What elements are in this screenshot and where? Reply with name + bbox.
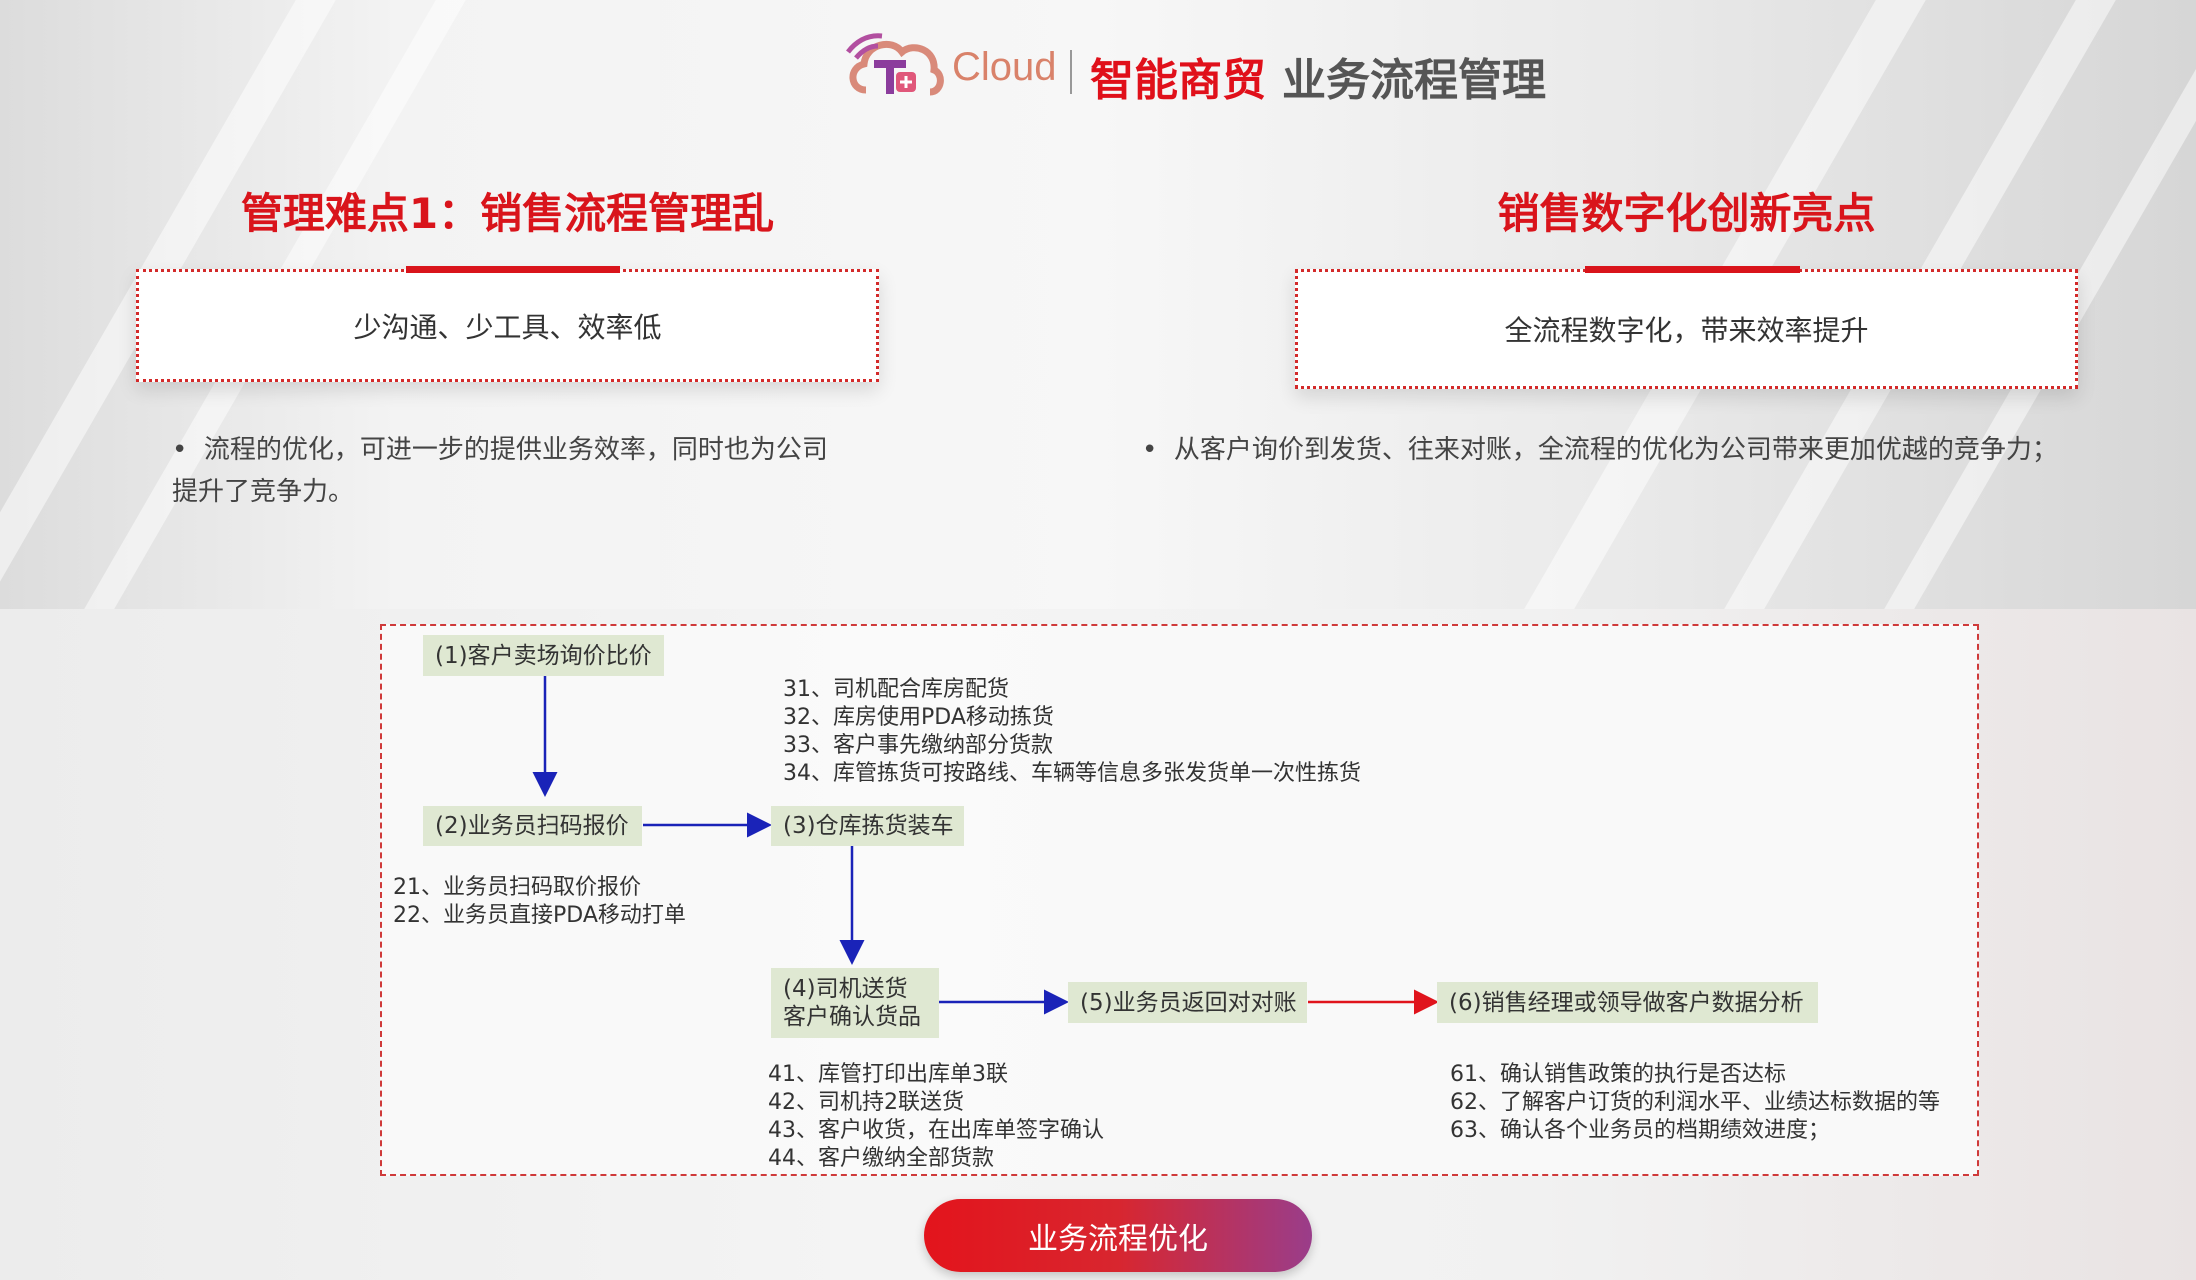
button-label: 业务流程优化 xyxy=(1028,1221,1208,1257)
diagram-arrows xyxy=(532,676,1439,1015)
note-item: 21、业务员扫码取价报价 xyxy=(393,875,641,900)
left-summary-box: 少沟通、少工具、效率低 xyxy=(136,269,879,382)
node-3-label: (3)仓库拣货装车 xyxy=(783,813,954,839)
node-1: (1)客户卖场询价比价 xyxy=(423,635,664,676)
right-summary-box: 全流程数字化，带来效率提升 xyxy=(1295,269,2078,389)
left-heading: 管理难点1：销售流程管理乱 xyxy=(240,189,775,238)
header-divider xyxy=(1070,50,1072,94)
note-item: 43、客户收货，在出库单签字确认 xyxy=(768,1118,1104,1143)
process-optimization-button[interactable]: 业务流程优化 xyxy=(924,1199,1312,1272)
left-bullet-text: 流程的优化，可进一步的提供业务效率，同时也为公司提升了竞争力。 xyxy=(172,435,828,507)
note-item: 32、库房使用PDA移动拣货 xyxy=(783,705,1054,730)
left-summary-text: 少沟通、少工具、效率低 xyxy=(353,310,662,344)
node-1-label: (1)客户卖场询价比价 xyxy=(435,642,652,669)
right-bullet: • 从客户询价到发货、往来对账，全流程的优化为公司带来更加优越的竞争力； xyxy=(1142,429,2102,471)
notes-step-4: 41、库管打印出库单3联 42、司机持2联送货 43、客户收货，在出库单签字确认… xyxy=(768,1061,1104,1173)
note-item: 22、业务员直接PDA移动打单 xyxy=(393,903,686,928)
node-6: (6)销售经理或领导做客户数据分析 xyxy=(1437,982,1818,1023)
node-4-label-2: 客户确认货品 xyxy=(783,1004,921,1030)
bullet-dot: • xyxy=(1142,435,1174,465)
note-item: 61、确认销售政策的执行是否达标 xyxy=(1450,1062,1786,1087)
node-5: (5)业务员返回对对账 xyxy=(1068,982,1307,1023)
note-item: 62、了解客户订货的利润水平、业绩达标数据的等 xyxy=(1450,1090,1940,1115)
bullet-dot: • xyxy=(172,435,204,465)
right-bullet-text: 从客户询价到发货、往来对账，全流程的优化为公司带来更加优越的竞争力； xyxy=(1173,435,2058,465)
note-item: 33、客户事先缴纳部分货款 xyxy=(783,733,1053,758)
note-item: 63、确认各个业务员的档期绩效进度； xyxy=(1450,1118,1830,1143)
notes-step-2: 21、业务员扫码取价报价 22、业务员直接PDA移动打单 xyxy=(393,874,686,930)
right-summary-text: 全流程数字化，带来效率提升 xyxy=(1504,314,1869,347)
brand-title: 智能商贸 xyxy=(1090,55,1266,106)
node-2: (2)业务员扫码报价 xyxy=(423,806,642,846)
cloud-logo-icon xyxy=(846,33,944,96)
node-4-label-1: (4)司机送货 xyxy=(783,976,908,1002)
note-item: 31、司机配合库房配货 xyxy=(783,677,1009,702)
note-item: 44、客户缴纳全部货款 xyxy=(768,1146,994,1171)
notes-step-3: 31、司机配合库房配货 32、库房使用PDA移动拣货 33、客户事先缴纳部分货款… xyxy=(783,676,1361,788)
process-diagram: (1)客户卖场询价比价 (2)业务员扫码报价 (3)仓库拣货装车 (4)司机送货… xyxy=(380,624,1979,1176)
page-title: 业务流程管理 xyxy=(1282,55,1546,106)
left-accent-bar xyxy=(406,266,620,273)
logo-text: Cloud xyxy=(952,44,1057,89)
node-2-label: (2)业务员扫码报价 xyxy=(435,813,629,839)
right-accent-bar xyxy=(1585,266,1800,273)
logo: Cloud xyxy=(844,30,1060,104)
node-5-label: (5)业务员返回对对账 xyxy=(1080,989,1297,1016)
notes-step-6: 61、确认销售政策的执行是否达标 62、了解客户订货的利润水平、业绩达标数据的等… xyxy=(1450,1061,1940,1145)
note-item: 34、库管拣货可按路线、车辆等信息多张发货单一次性拣货 xyxy=(783,761,1361,786)
node-3: (3)仓库拣货装车 xyxy=(771,806,964,846)
left-bullet: • 流程的优化，可进一步的提供业务效率，同时也为公司提升了竞争力。 xyxy=(172,429,844,513)
node-4: (4)司机送货 客户确认货品 xyxy=(771,968,939,1038)
right-heading: 销售数字化创新亮点 xyxy=(1497,189,1876,238)
note-item: 42、司机持2联送货 xyxy=(768,1090,964,1115)
note-item: 41、库管打印出库单3联 xyxy=(768,1062,1008,1087)
node-6-label: (6)销售经理或领导做客户数据分析 xyxy=(1449,989,1804,1016)
